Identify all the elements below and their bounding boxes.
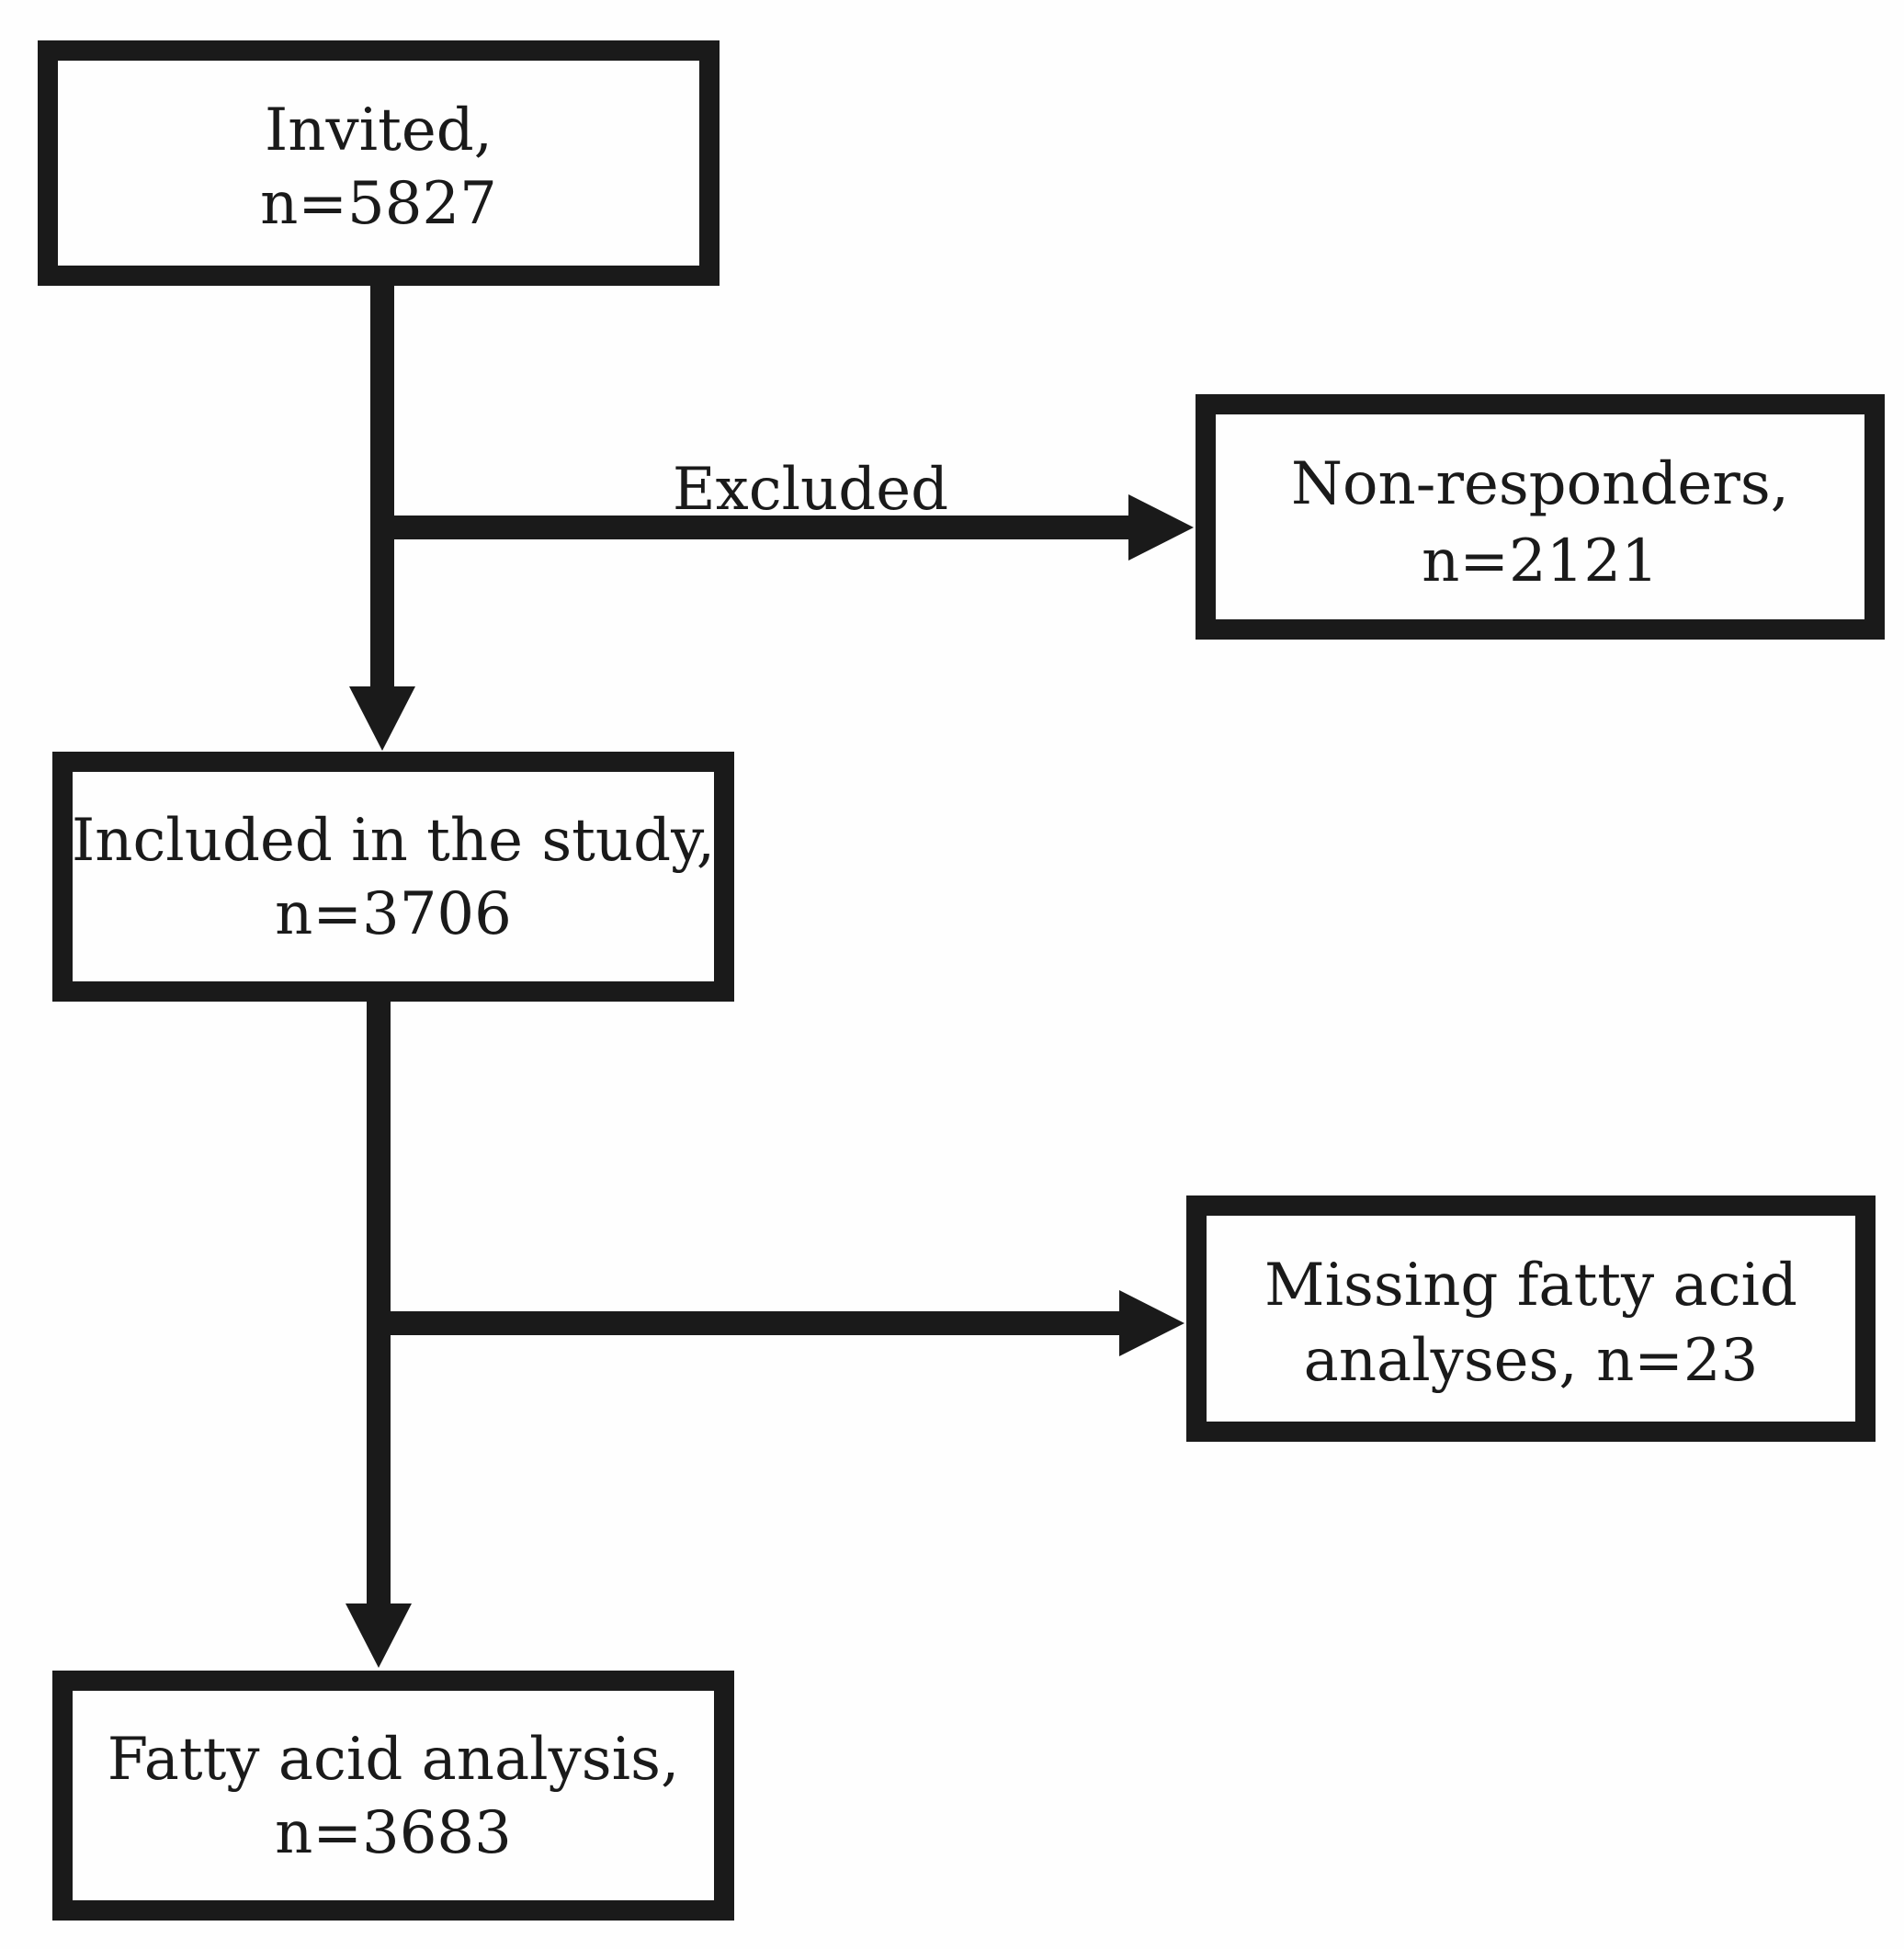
box-included: Included in the study, n=3706	[52, 752, 734, 1002]
box-non-responders-count: n=2121	[1422, 527, 1659, 595]
arrowhead-down-included	[349, 686, 415, 751]
arrowhead-down-analysis	[346, 1603, 412, 1668]
box-analysis-count: n=3683	[275, 1799, 512, 1867]
box-included-label: Included in the study,	[72, 807, 715, 875]
box-non-responders-frame	[1196, 394, 1885, 640]
connector-to-missing	[379, 1290, 1184, 1356]
connector-invited-to-included	[349, 286, 415, 751]
box-included-frame	[52, 752, 734, 1002]
box-analysis-label: Fatty acid analysis,	[108, 1726, 680, 1794]
arrowhead-right-missing	[1119, 1290, 1184, 1356]
box-invited-label: Invited,	[265, 96, 493, 164]
box-invited-count: n=5827	[260, 170, 497, 238]
box-invited: Invited, n=5827	[38, 40, 720, 286]
box-missing-count: analyses, n=23	[1304, 1327, 1759, 1395]
box-analysis: Fatty acid analysis, n=3683	[52, 1671, 734, 1921]
box-non-responders: Non-responders, n=2121	[1196, 394, 1885, 640]
excluded-label: Excluded	[673, 456, 948, 524]
box-non-responders-label: Non-responders,	[1291, 450, 1789, 518]
connector-to-non-responders: Excluded	[382, 456, 1194, 561]
box-missing: Missing fatty acid analyses, n=23	[1186, 1195, 1876, 1442]
connector-included-to-analysis	[346, 1002, 412, 1668]
box-invited-frame	[38, 40, 720, 286]
box-included-count: n=3706	[275, 880, 512, 948]
box-analysis-frame	[52, 1671, 734, 1921]
box-missing-label: Missing fatty acid	[1264, 1252, 1797, 1320]
arrowhead-right-non-responders	[1128, 494, 1194, 561]
box-missing-frame	[1186, 1195, 1876, 1442]
